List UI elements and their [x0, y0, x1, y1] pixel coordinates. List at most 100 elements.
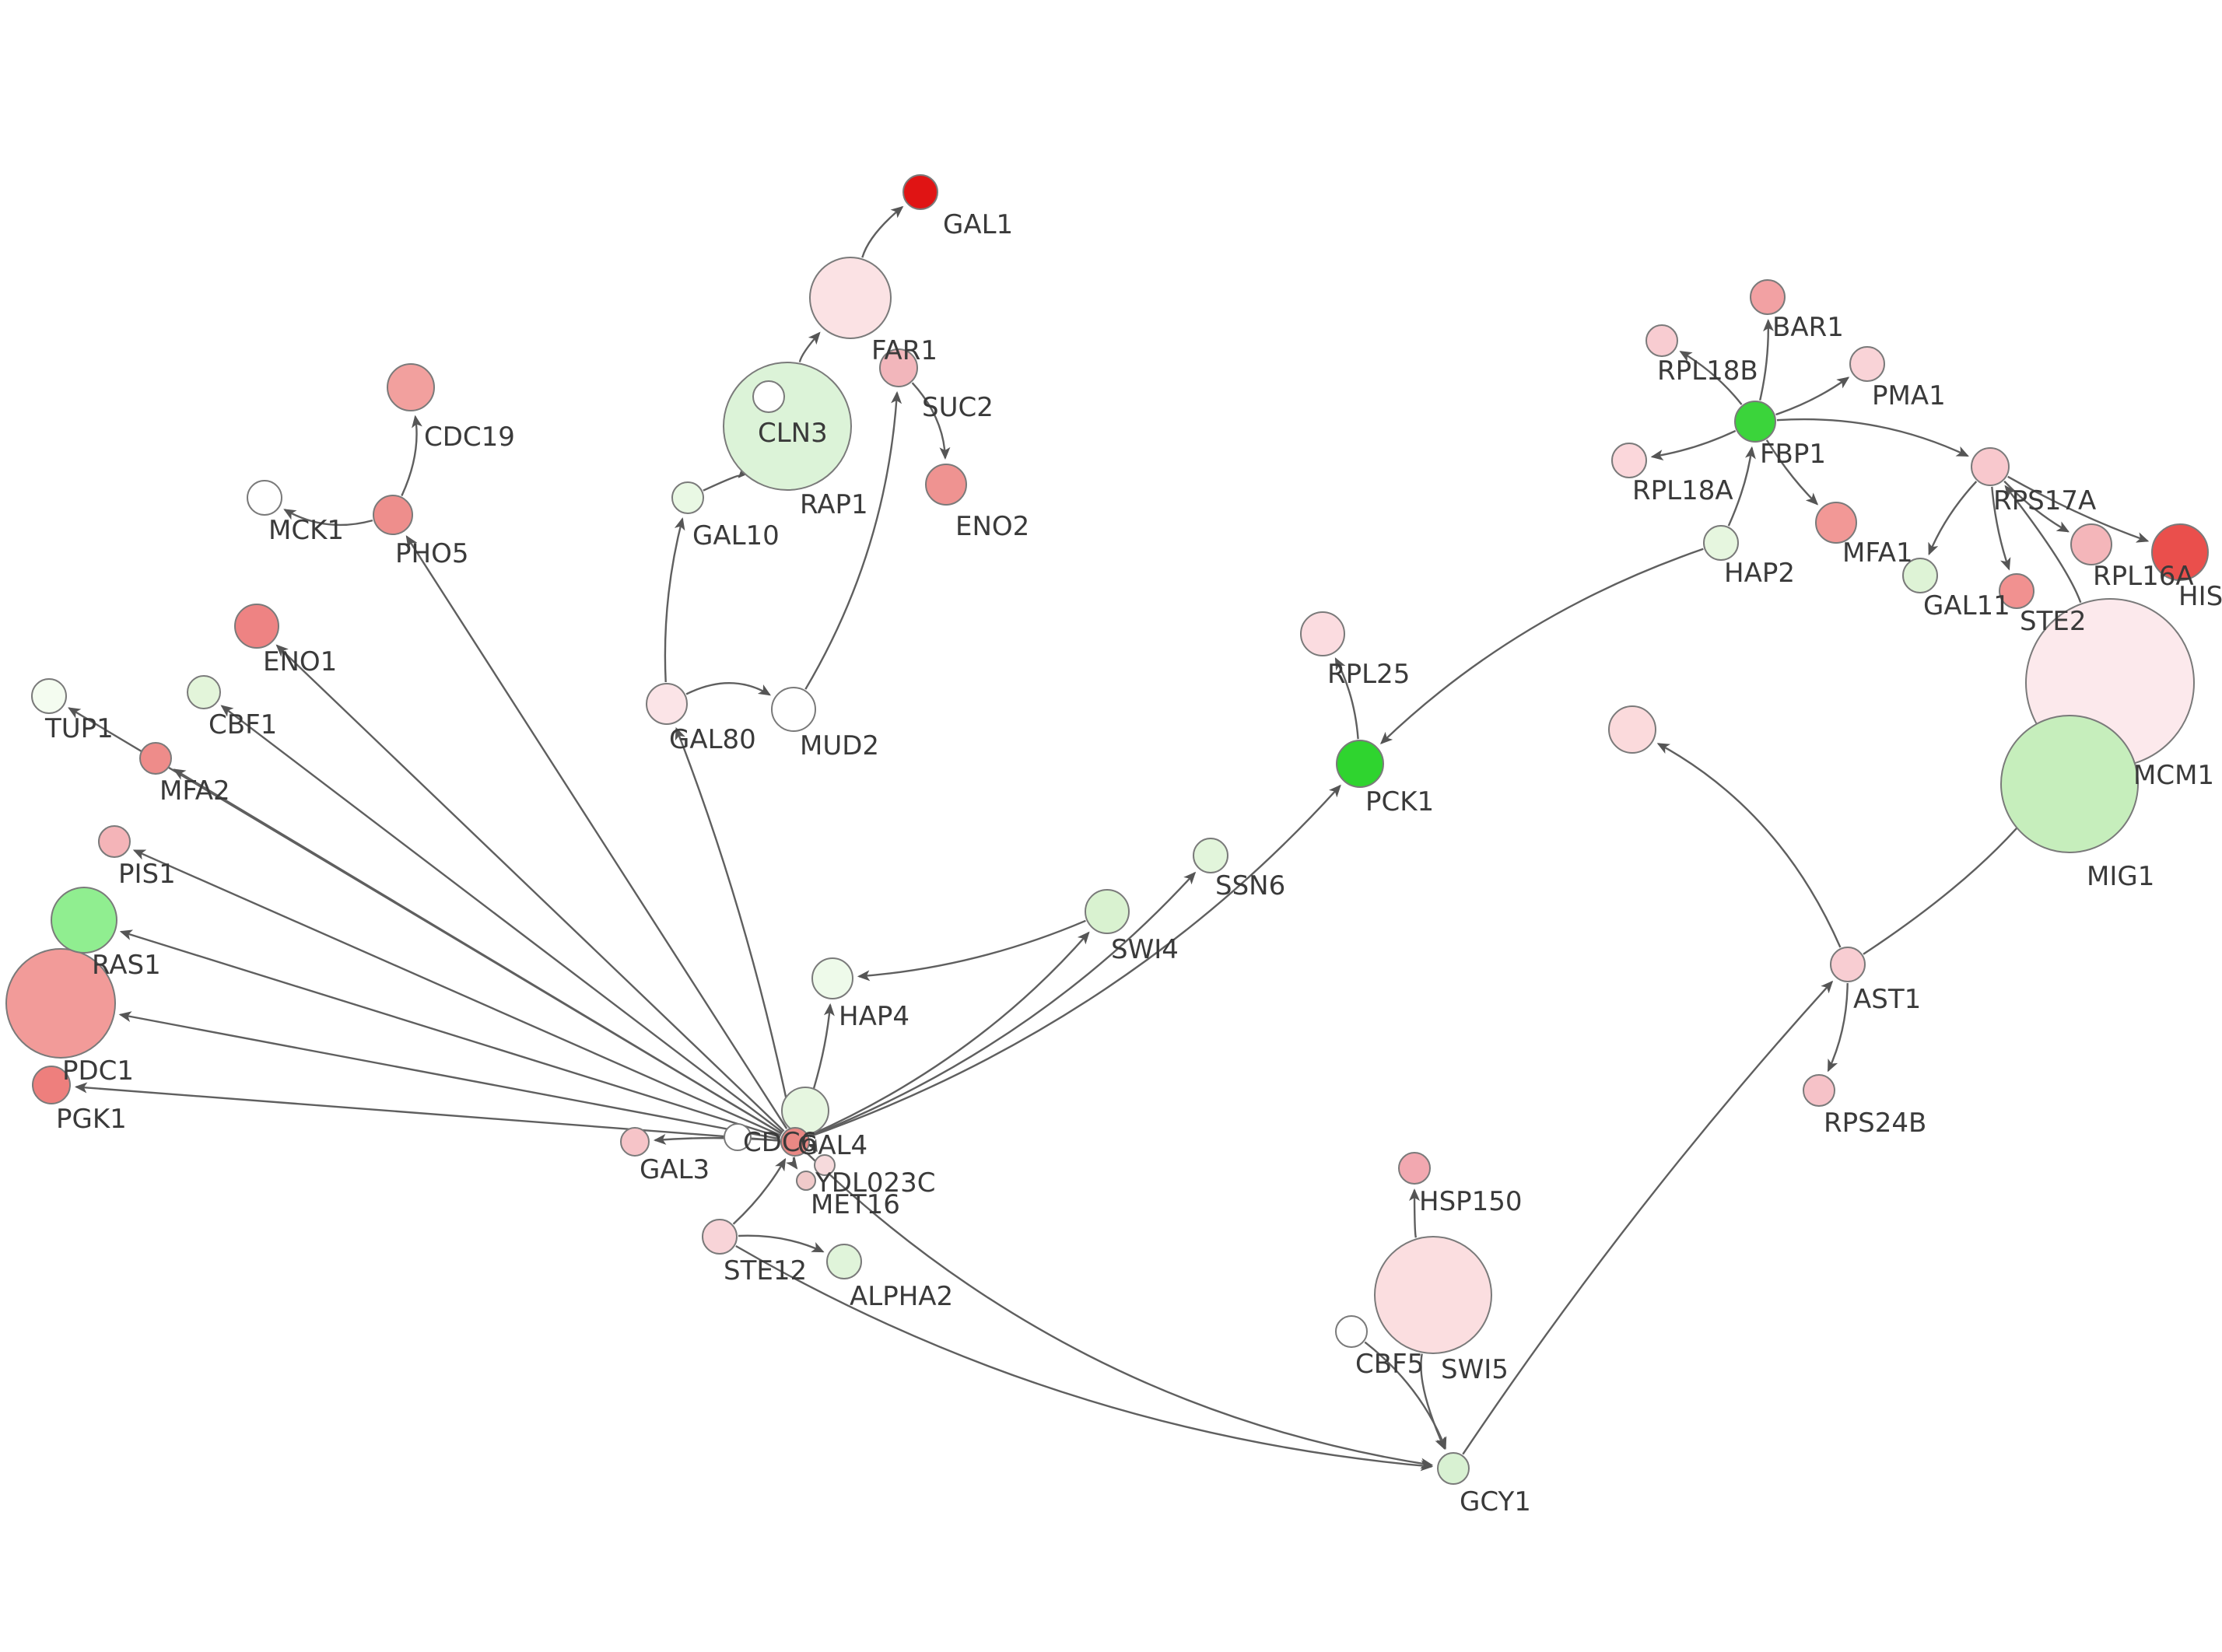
node-PIS1[interactable] [98, 825, 131, 858]
label-RPL16A: RPL16A [2093, 561, 2194, 592]
edge-gal4-swi4[interactable] [808, 931, 1090, 1136]
node-RPL18B[interactable] [1645, 324, 1678, 357]
node-GAL10[interactable] [671, 481, 704, 514]
node-FAR1[interactable] [809, 257, 892, 339]
node-STE12[interactable] [702, 1219, 738, 1255]
node-SUC2[interactable] [879, 348, 918, 387]
node-ALPHA2[interactable] [826, 1244, 862, 1279]
node-SSN6[interactable] [1193, 838, 1228, 873]
edge-fbp1-pma1[interactable] [1775, 376, 1850, 416]
node-GAL11[interactable] [1902, 558, 1938, 593]
edge-swi5-gcy1[interactable] [1420, 1353, 1446, 1451]
edge-mud2-suc2[interactable] [804, 390, 902, 690]
edge-gal4-gal3[interactable] [653, 1133, 780, 1145]
edge-gal10-cln3[interactable] [703, 465, 751, 492]
edge-ste12-gal4[interactable] [732, 1157, 787, 1225]
edge-ste12-gcy1[interactable] [735, 1244, 1434, 1472]
edge-cbf5-gcy1[interactable] [1364, 1341, 1447, 1450]
edge-hap2-pck1[interactable] [1379, 548, 1704, 744]
edge-gal4-gcy1[interactable] [805, 1152, 1434, 1469]
node-PHO5[interactable] [373, 495, 413, 535]
edge-gal4-ydl023c[interactable] [806, 1139, 818, 1153]
edge-gal80-mud2[interactable] [685, 682, 772, 696]
node-MFA1[interactable] [1815, 502, 1857, 544]
edge-swi4-hap4[interactable] [857, 919, 1086, 982]
node-MCK1[interactable] [247, 480, 282, 516]
edge-swi5-hsp150[interactable] [1409, 1188, 1421, 1238]
edge-gal4-gal80[interactable] [675, 726, 794, 1127]
node-MFA2[interactable] [139, 742, 172, 775]
node-RPL25[interactable] [1300, 611, 1345, 656]
node-ENO2[interactable] [925, 464, 967, 506]
node-HIS4[interactable] [2151, 523, 2209, 581]
edge-fbp1-rpl18b[interactable] [1679, 351, 1743, 405]
edge-gal4-pdc1[interactable] [118, 1011, 780, 1140]
edge-hap2-fbp1[interactable] [1727, 446, 1756, 527]
edge-fbp1-rps17a[interactable] [1776, 418, 1969, 457]
edge-ast1-node_b[interactable] [1656, 743, 1842, 948]
edge-pho5-cdc19[interactable] [401, 415, 422, 497]
node-CDC19[interactable] [387, 363, 435, 411]
node-MIG1[interactable] [2000, 715, 2139, 853]
node-RPS17A[interactable] [1971, 447, 2010, 486]
node-RPS24B[interactable] [1803, 1074, 1835, 1107]
node-PCK1[interactable] [1336, 740, 1384, 788]
edge-fbp1-rpl18a[interactable] [1650, 429, 1737, 460]
edge-rps17a-ste2[interactable] [1991, 486, 2011, 571]
node-HSP150[interactable] [1398, 1152, 1431, 1185]
edge-gal4-mfa2[interactable] [173, 768, 783, 1135]
edge-gal4-ssn6[interactable] [809, 871, 1197, 1137]
edge-gal4-pis1[interactable] [132, 849, 782, 1136]
node-GAL80[interactable] [646, 683, 688, 725]
node-RAS1[interactable] [51, 887, 117, 954]
node-SWI4[interactable] [1085, 889, 1130, 934]
edge-gal4-eno1[interactable] [275, 644, 785, 1132]
node-MET16[interactable] [796, 1171, 816, 1191]
node-GAL1[interactable] [902, 174, 938, 210]
edge-pho5-mck1[interactable] [283, 509, 373, 527]
node-RAP1[interactable] [752, 380, 785, 413]
edge-suc2-eno2[interactable] [911, 382, 951, 460]
node-FBP1[interactable] [1734, 401, 1776, 443]
edge-pck1-rpl25[interactable] [1334, 657, 1359, 740]
edge-gcy1-ast1[interactable] [1462, 980, 1834, 1455]
node-RPL18A[interactable] [1611, 443, 1647, 478]
edge-far1-gal1[interactable] [861, 205, 904, 258]
node-SWI5[interactable] [1374, 1236, 1492, 1354]
edge-gal4-met16[interactable] [786, 1156, 798, 1170]
node-STE2[interactable] [1999, 573, 2034, 609]
edge-ast1-rps24b[interactable] [1827, 982, 1849, 1073]
node-GCY1[interactable] [1437, 1452, 1470, 1485]
edge-rps17a-gal11[interactable] [1928, 481, 1978, 556]
node-TUP1[interactable] [31, 678, 67, 714]
node-GAL4[interactable] [780, 1127, 810, 1157]
node-PMA1[interactable] [1849, 346, 1885, 382]
edge-mcm1-rps17a[interactable] [2004, 485, 2082, 604]
node-CBF5[interactable] [1335, 1315, 1368, 1348]
node-GAL3[interactable] [620, 1127, 650, 1157]
node-CBF1[interactable] [187, 675, 221, 709]
edge-fbp1-mfa1[interactable] [1765, 439, 1819, 506]
node-HAP2[interactable] [1703, 525, 1739, 561]
node-AST1[interactable] [1830, 947, 1866, 982]
edge-rps17a-his4[interactable] [2007, 475, 2150, 543]
node-RPL16A[interactable] [2070, 523, 2112, 565]
edge-ste12-alpha2[interactable] [738, 1234, 825, 1253]
node-node_b[interactable] [1608, 705, 1656, 754]
edge-gal4-pck1[interactable] [809, 784, 1341, 1138]
edge-gal4-cbf1[interactable] [220, 705, 783, 1133]
edge-fbp1-bar1[interactable] [1759, 319, 1775, 401]
node-ENO1[interactable] [234, 604, 279, 649]
node-BAR1[interactable] [1750, 279, 1786, 315]
node-PDC1[interactable] [5, 948, 116, 1059]
edge-gal80-gal10[interactable] [664, 517, 685, 683]
edge-cln3-far1[interactable] [798, 331, 821, 362]
node-CDC6[interactable] [724, 1123, 752, 1151]
node-PGK1[interactable] [32, 1066, 71, 1104]
node-HAP4[interactable] [811, 957, 853, 999]
node-YDL023C[interactable] [814, 1154, 836, 1176]
node-MUD2[interactable] [771, 687, 816, 732]
edge-gal4-pgk1[interactable] [74, 1082, 780, 1142]
edge-gal4-pho5[interactable] [405, 535, 788, 1129]
edge-gal4-ras1[interactable] [119, 929, 781, 1139]
